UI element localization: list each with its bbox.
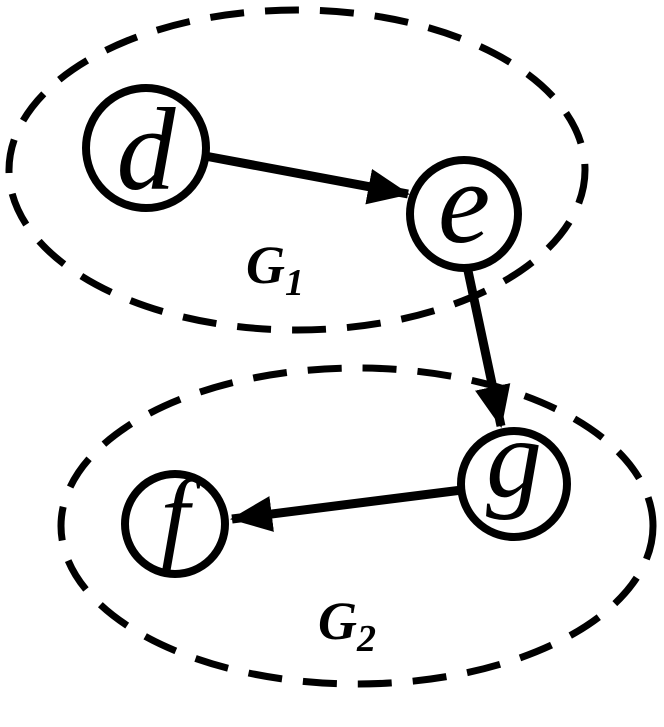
node-d-circle (82, 84, 210, 212)
edge-e-g (462, 265, 511, 428)
edge-g-f (230, 485, 463, 532)
group-g2-label: G2 (318, 591, 376, 660)
group-g1-label-subscript: 1 (285, 262, 304, 304)
node-g-label: g (486, 397, 542, 521)
node-e-label: e (438, 137, 490, 268)
group-g1-label-main: G (246, 235, 285, 295)
node-g-circle (457, 427, 571, 541)
edge-d-e (204, 151, 410, 205)
node-f-circle (121, 470, 229, 578)
group-g1-label: G1 (246, 235, 304, 304)
group-g1-boundary (5, 6, 589, 334)
node-e-circle (406, 156, 522, 272)
node-d-label: d (117, 84, 177, 215)
group-g2-boundary (57, 364, 657, 688)
group-g2-label-subscript: 2 (356, 618, 376, 660)
group-g2-label-main: G (318, 591, 357, 651)
